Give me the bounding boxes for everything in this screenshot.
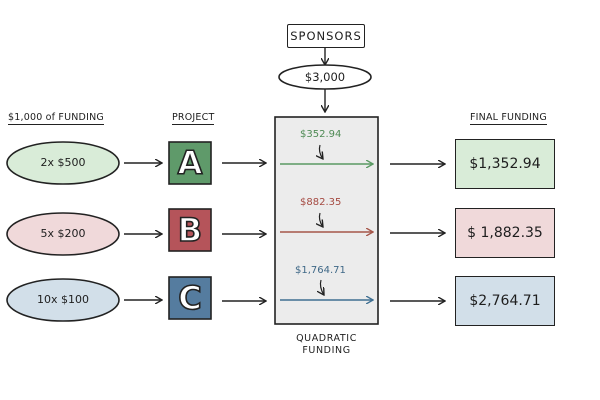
contribution-oval-c <box>6 278 120 322</box>
quadratic-funding-label: QUADRATIC FUNDING <box>296 333 357 356</box>
match-amount-b: $882.35 <box>300 197 342 208</box>
match-drop-arrow-a <box>319 144 323 159</box>
quadratic-pool-box <box>274 116 379 325</box>
project-square-a <box>168 141 212 185</box>
project-square-b <box>168 208 212 252</box>
project-letter-a: A <box>177 143 203 183</box>
final-box-a: $1,352.94 <box>455 139 555 189</box>
project-square-c <box>168 276 212 320</box>
project-letter-b: B <box>177 210 203 250</box>
final-amount-a: $1,352.94 <box>469 156 541 172</box>
project-letter-c: C <box>177 278 202 318</box>
contribution-oval-a <box>6 141 120 185</box>
match-drop-arrow-c <box>320 279 324 295</box>
contribution-text-a: 2x $500 <box>40 156 86 169</box>
header-project: PROJECT <box>172 112 215 125</box>
match-drop-arrow-b <box>319 212 323 227</box>
contribution-text-c: 10x $100 <box>37 293 89 306</box>
contribution-oval-b <box>6 212 120 256</box>
final-amount-c: $2,764.71 <box>469 293 541 309</box>
sponsors-box: SPONSORS <box>287 24 365 48</box>
final-amount-b: $ 1,882.35 <box>467 225 543 241</box>
header-funding: $1,000 of FUNDING <box>8 112 104 125</box>
contribution-text-b: 5x $200 <box>40 227 86 240</box>
final-box-c: $2,764.71 <box>455 276 555 326</box>
sponsors-label: SPONSORS <box>290 29 362 43</box>
match-amount-c: $1,764.71 <box>295 265 346 276</box>
final-box-b: $ 1,882.35 <box>455 208 555 258</box>
header-final-funding: FINAL FUNDING <box>470 112 547 125</box>
match-amount-a: $352.94 <box>300 129 342 140</box>
sponsor-amount: $3,000 <box>304 70 346 84</box>
